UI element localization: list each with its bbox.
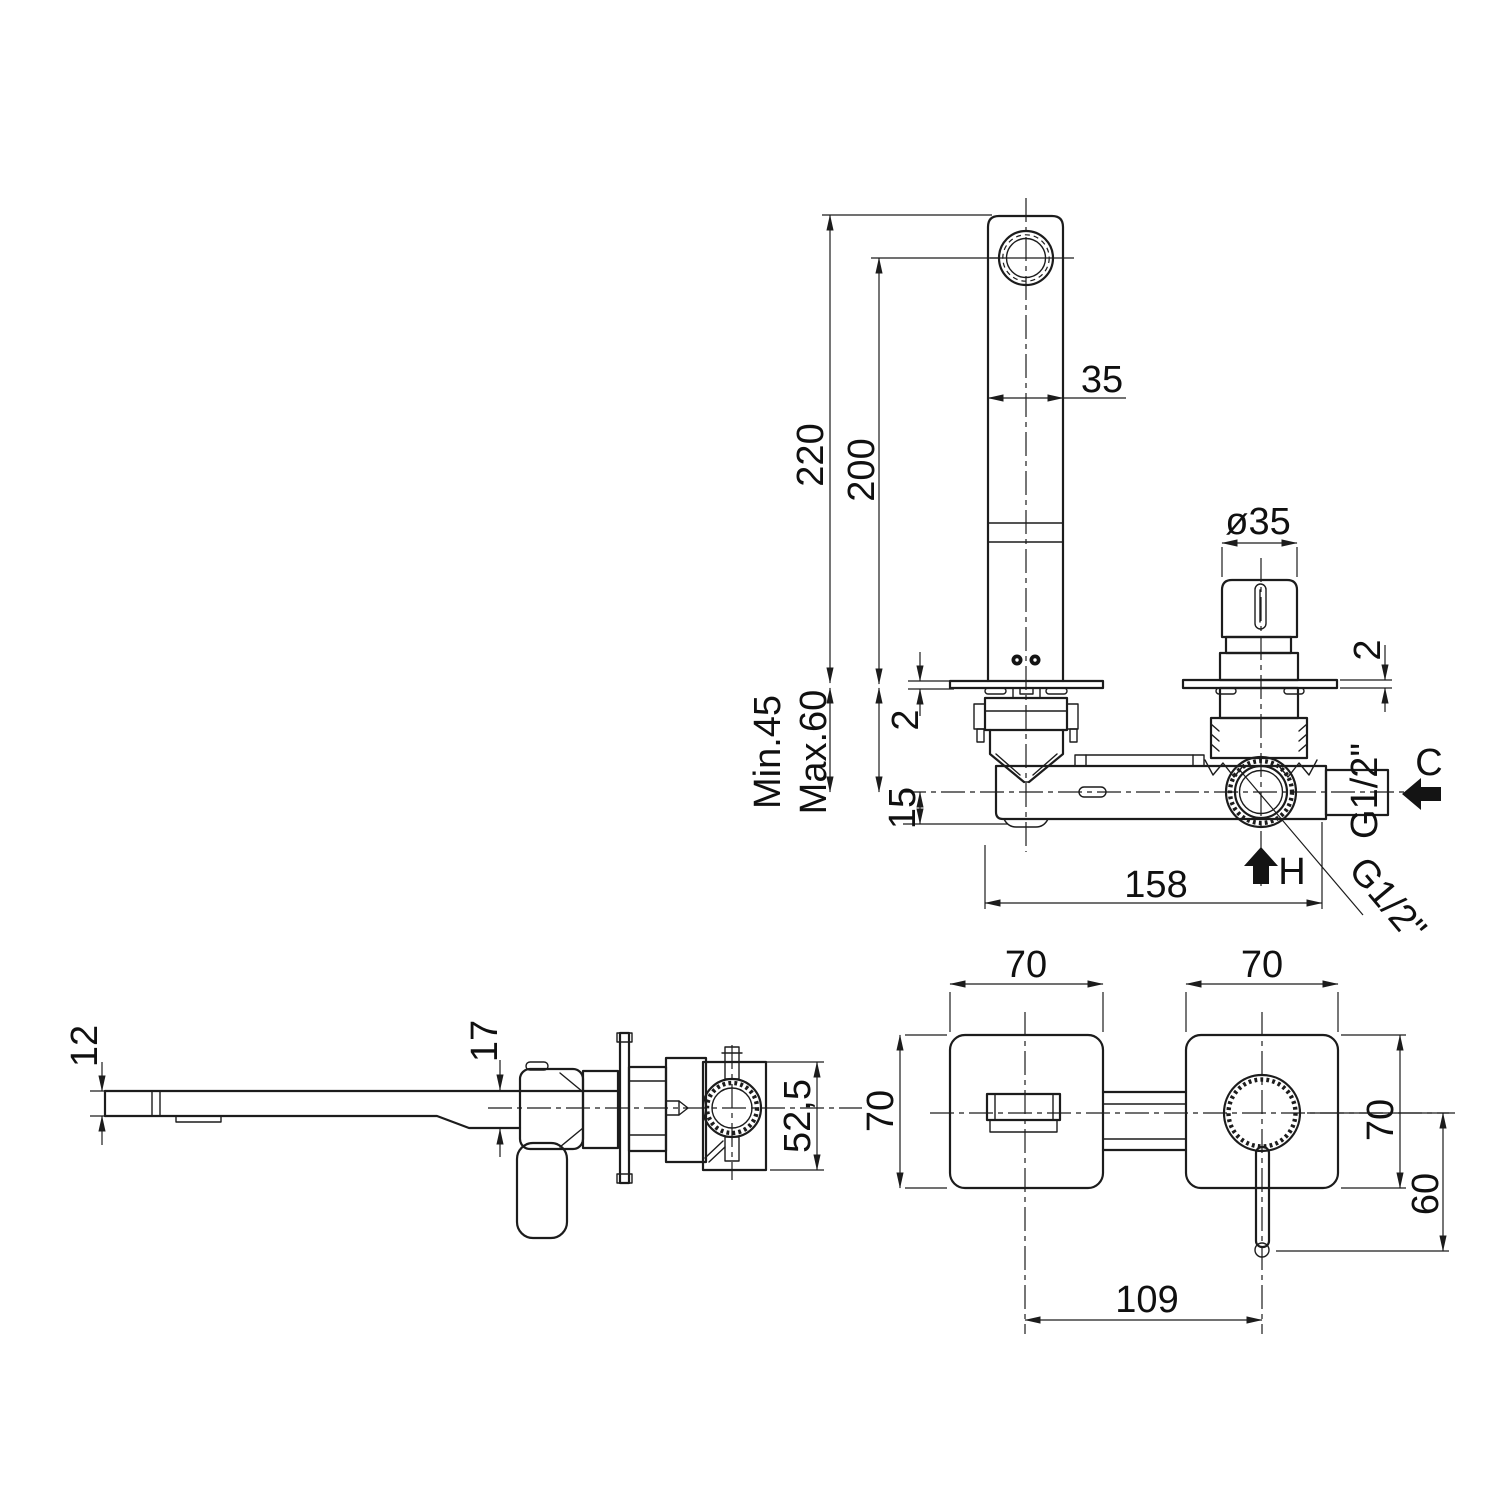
cartridge-sleeve [581, 1069, 620, 1150]
dim-label-70-left: 70 [860, 1090, 902, 1132]
handle-lever-front [1254, 1145, 1271, 1249]
dim-label-dia35: ø35 [1225, 501, 1290, 543]
plan-view: 220 200 35 Min.45 Max.60 15 2 [747, 198, 1443, 950]
handle-plate-front [1184, 1033, 1340, 1258]
handle-rosette [1222, 1073, 1302, 1153]
cold-arrow-icon [1402, 778, 1441, 810]
label-g12-cold: G1/2" [1344, 743, 1386, 839]
dim-label-70-top-right: 70 [1241, 944, 1283, 986]
dim-label-2-left: 2 [885, 709, 927, 730]
spout-side [103, 1089, 622, 1130]
dim-label-12: 12 [64, 1025, 106, 1067]
dim-label-60: 60 [1405, 1173, 1447, 1215]
inwall-body [994, 754, 1390, 916]
dim-label-158: 158 [1124, 864, 1187, 906]
plan-dimensions: 220 200 35 Min.45 Max.60 15 2 [747, 214, 1392, 909]
plan-centerlines [902, 198, 1428, 886]
dim-label-2-right: 2 [1347, 639, 1389, 660]
handle-lever-side [515, 1141, 569, 1240]
label-cold-c: C [1415, 742, 1442, 784]
dim-label-109: 109 [1115, 1279, 1178, 1321]
dim-label-200: 200 [841, 438, 883, 501]
thread-leader-line [1237, 767, 1364, 916]
handle-valve-side [515, 1031, 768, 1240]
dim-label-70-top-left: 70 [1005, 944, 1047, 986]
cold-inlet-stub [1324, 768, 1390, 817]
spout-tube-plan [986, 214, 1074, 683]
dim-label-35: 35 [1081, 359, 1123, 401]
label-g12-hot: G1/2" [1340, 849, 1434, 949]
handle-knob [518, 1067, 585, 1151]
hot-arrow-icon [1244, 847, 1278, 884]
valve-wall-plate-plan [1181, 678, 1339, 690]
front-dimensions: 70 70 70 70 60 109 [860, 944, 1449, 1324]
dim-label-52-5: 52,5 [777, 1079, 819, 1153]
connector-front [1101, 1090, 1188, 1152]
label-hot-h: H [1278, 851, 1305, 893]
front-centerlines [930, 1012, 1455, 1334]
threaded-sleeve [1209, 716, 1309, 760]
aerator-outlet [175, 1115, 222, 1123]
spout-set-screws [1011, 654, 1041, 666]
aerator-circle [990, 229, 1074, 287]
dim-label-70-right: 70 [1360, 1099, 1402, 1141]
dim-label-15: 15 [882, 787, 924, 829]
dim-label-min45: Min.45 [747, 695, 789, 809]
dim-label-220: 220 [790, 423, 832, 486]
inlet-annotations: G1/2" C H G1/2" [1244, 742, 1443, 950]
side-view: 12 17 52,5 [64, 1020, 862, 1240]
spout-concealed-union [973, 687, 1079, 784]
front-view: 70 70 70 70 60 109 [860, 944, 1455, 1334]
side-centerlines [488, 1045, 862, 1180]
spout-outlet-front [985, 1092, 1062, 1122]
dim-label-max60: Max.60 [793, 690, 835, 815]
spout-plate-front [948, 1033, 1105, 1190]
side-dimensions: 12 17 52,5 [64, 1020, 824, 1171]
dim-label-17: 17 [464, 1020, 506, 1062]
valve-cartridge-plan [1181, 578, 1339, 760]
lever-tip [1254, 1242, 1270, 1258]
